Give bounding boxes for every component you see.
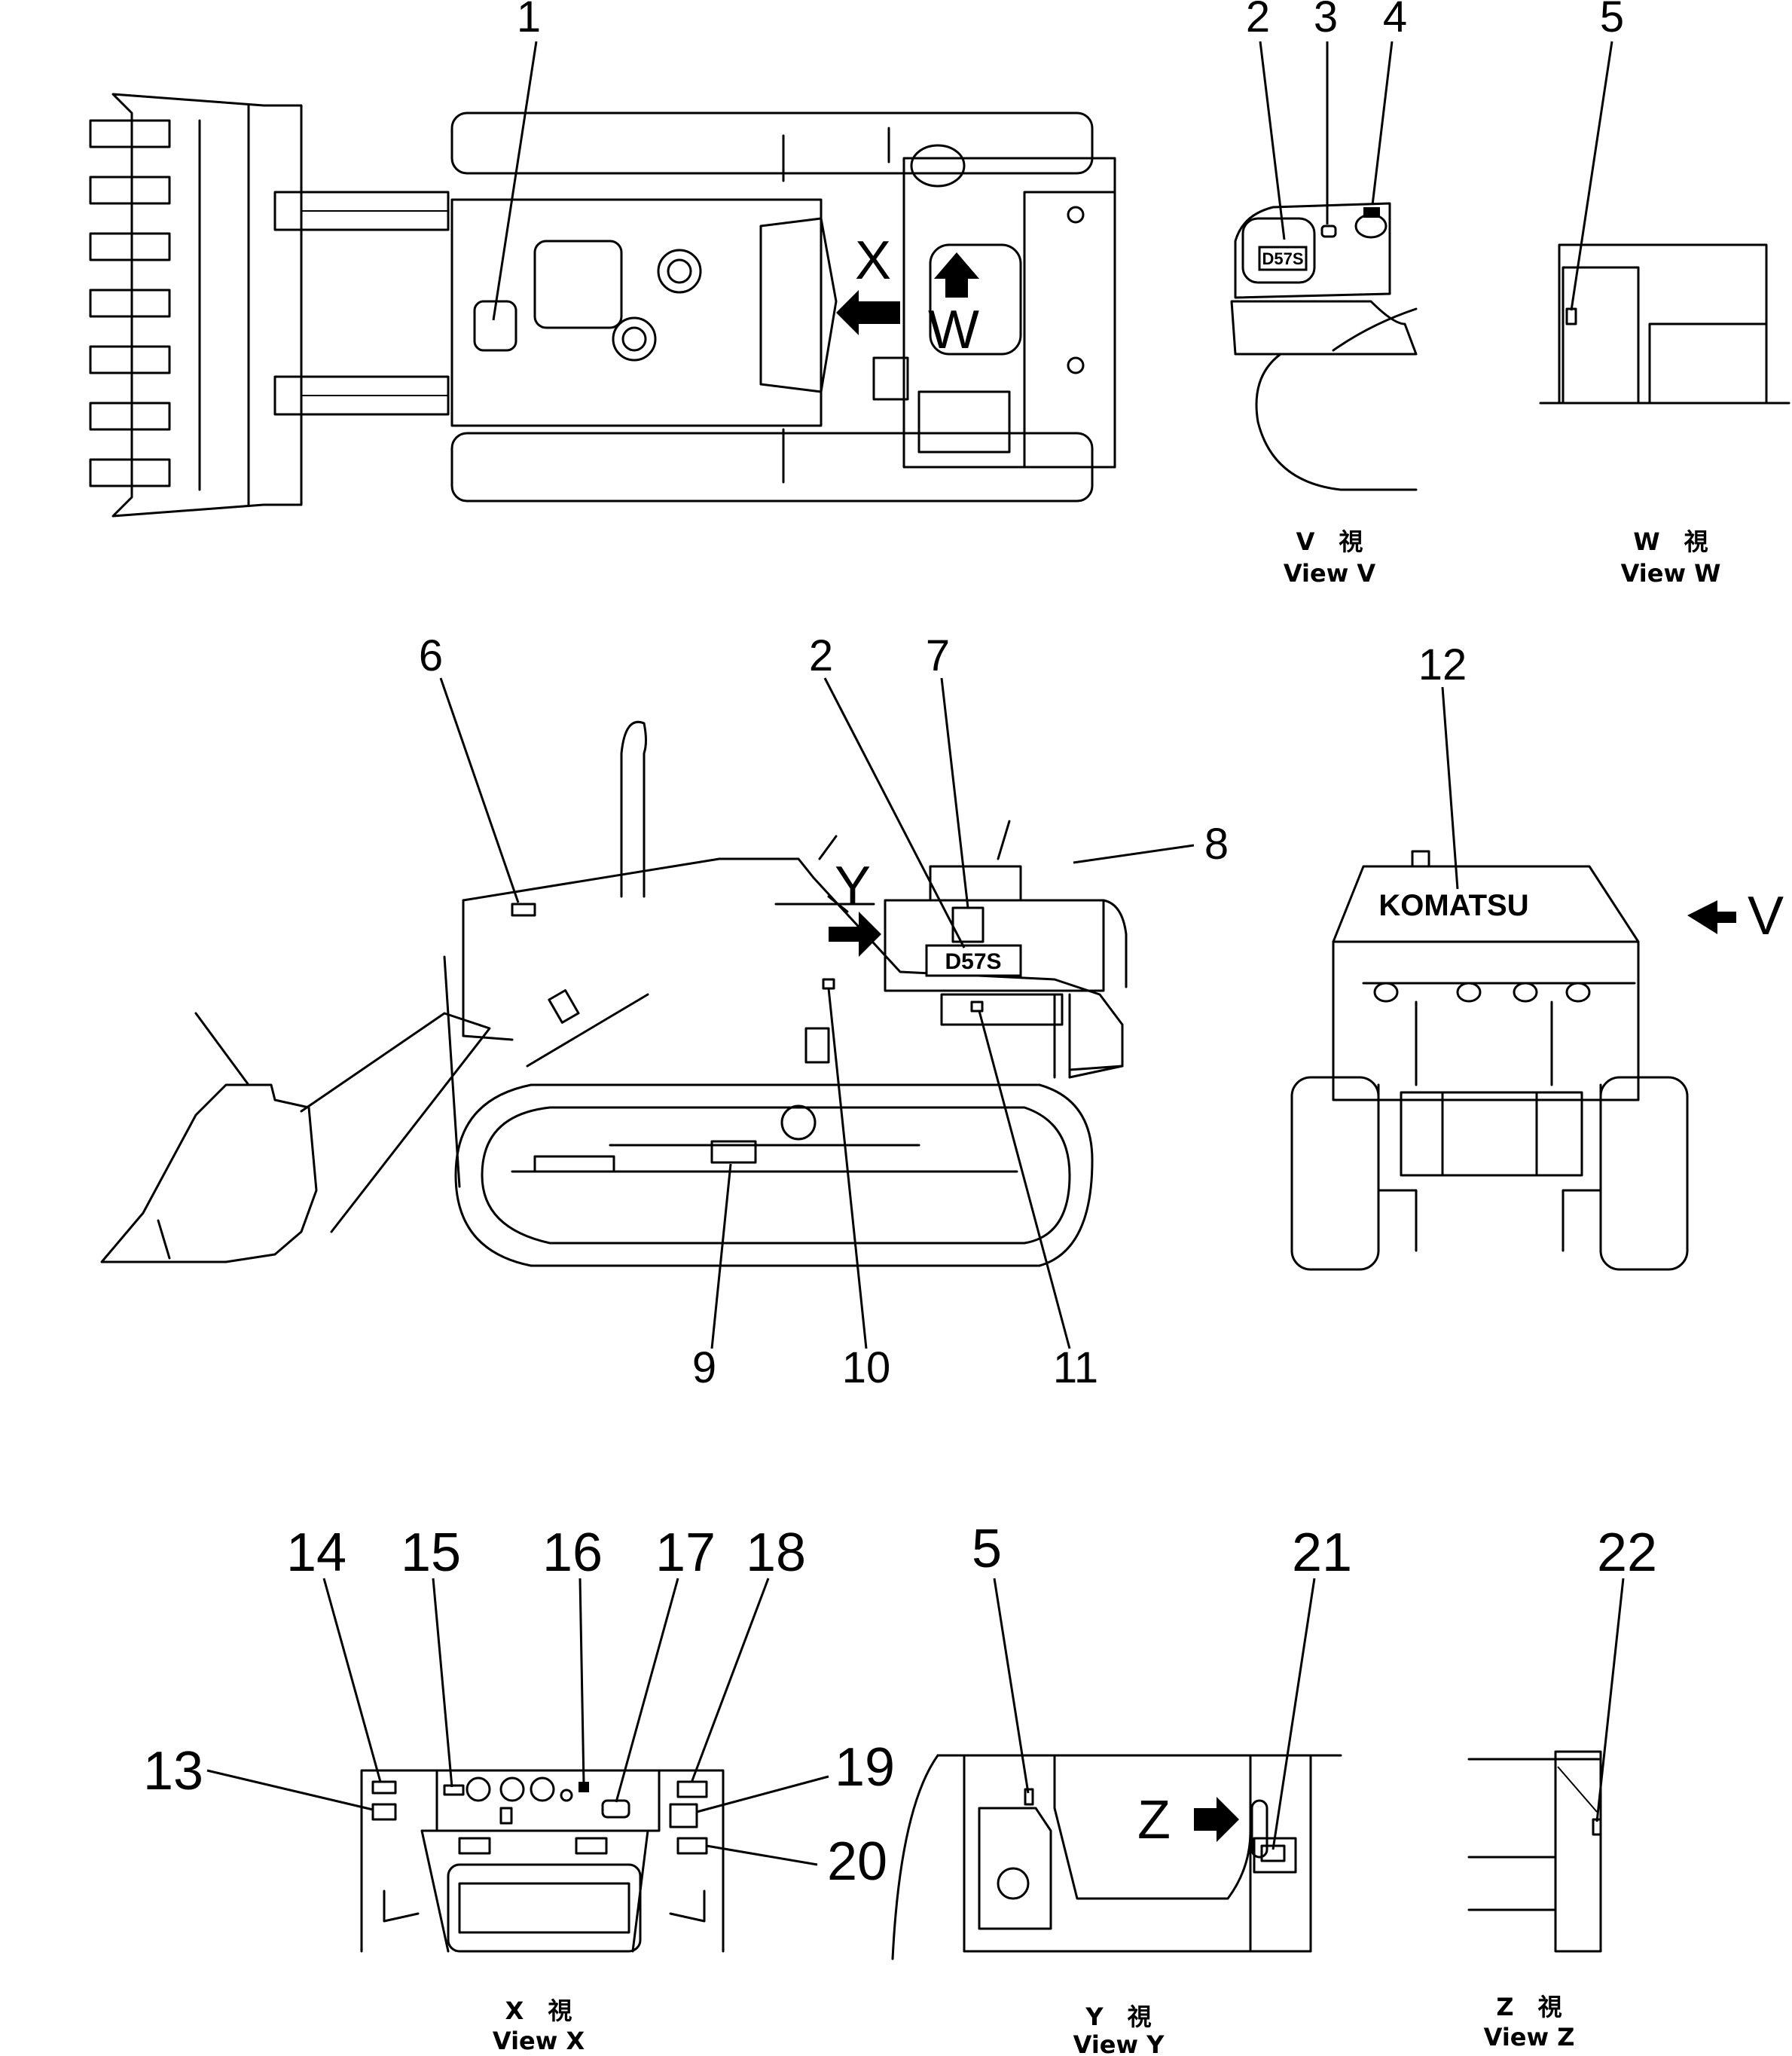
callout-13: 13 — [143, 1741, 374, 1811]
model-plate-v — [1258, 246, 1308, 271]
model-plate-text: D57S — [1262, 249, 1303, 268]
svg-text:14: 14 — [286, 1523, 346, 1583]
svg-text:View Z: View Z — [1484, 2023, 1575, 2051]
svg-text:W 視: W 視 — [1633, 527, 1708, 556]
view-w — [1539, 243, 1790, 405]
svg-text:10: 10 — [842, 1343, 891, 1392]
view-y: Z — [891, 1754, 1342, 1960]
svg-text:4: 4 — [1383, 0, 1407, 41]
svg-text:15: 15 — [401, 1523, 461, 1583]
bucket-teeth — [89, 119, 171, 487]
track-upper — [450, 112, 1094, 175]
plan-view: X W — [89, 93, 1116, 518]
rear-track-right — [1599, 1076, 1689, 1271]
rear-track-left — [1290, 1076, 1380, 1271]
callout-5-w: 5 — [1570, 0, 1624, 311]
arrow-v — [1687, 900, 1736, 934]
svg-text:View V: View V — [1284, 559, 1376, 588]
callout-18: 18 — [690, 1523, 806, 1783]
callout-2-side: 2 — [809, 631, 966, 949]
caption-view-z: Z 視 View Z — [1484, 1993, 1575, 2051]
svg-text:18: 18 — [746, 1523, 806, 1583]
svg-text:17: 17 — [655, 1523, 716, 1583]
svg-text:6: 6 — [419, 631, 443, 680]
view-letter-y: Y — [835, 856, 871, 916]
svg-text:13: 13 — [143, 1741, 203, 1801]
svg-text:Z 視: Z 視 — [1496, 1993, 1562, 2021]
svg-text:5: 5 — [1600, 0, 1624, 41]
svg-text:19: 19 — [835, 1737, 895, 1798]
main-frame — [450, 198, 823, 427]
callout-number: 1 — [517, 0, 541, 41]
callout-21: 21 — [1271, 1523, 1352, 1850]
bucket-side — [100, 1083, 318, 1263]
view-letter-w: W — [928, 300, 979, 360]
rear-view: KOMATSU V — [1290, 850, 1784, 1271]
svg-text:16: 16 — [542, 1523, 603, 1583]
callout-20: 20 — [706, 1831, 887, 1892]
callout-15: 15 — [401, 1523, 461, 1788]
svg-text:20: 20 — [827, 1831, 887, 1892]
arrow-y — [829, 912, 881, 957]
caption-view-y: Y 視 View Y — [1073, 2003, 1165, 2056]
caption-view-v: V 視 View V — [1284, 527, 1376, 588]
svg-text:21: 21 — [1292, 1523, 1352, 1583]
view-letter-z: Z — [1137, 1790, 1171, 1850]
view-v: D57S — [1230, 202, 1418, 491]
callout-3: 3 — [1314, 0, 1338, 225]
track-side — [454, 1083, 1094, 1267]
model-plate-side — [925, 944, 1022, 977]
view-letter-x: X — [855, 231, 891, 291]
svg-text:2: 2 — [809, 631, 833, 680]
view-z — [1467, 1750, 1602, 1953]
callout-22: 22 — [1595, 1523, 1657, 1822]
arrow-x — [836, 290, 900, 335]
svg-text:2: 2 — [1246, 0, 1270, 41]
callout-8: 8 — [1073, 820, 1229, 869]
callout-11: 11 — [978, 1010, 1098, 1392]
view-x — [360, 1769, 725, 1953]
svg-text:X 視: X 視 — [505, 1996, 572, 2025]
svg-text:9: 9 — [692, 1343, 716, 1392]
side-view: D57S Y — [100, 721, 1128, 1267]
svg-text:11: 11 — [1053, 1343, 1098, 1392]
svg-text:7: 7 — [926, 631, 950, 680]
caption-view-x: X 視 View X — [493, 1996, 585, 2055]
callout-2-v: 2 — [1246, 0, 1286, 240]
callout-1: 1 — [492, 0, 541, 321]
callout-4: 4 — [1371, 0, 1407, 206]
svg-text:View W: View W — [1621, 559, 1721, 588]
callout-6: 6 — [419, 631, 520, 903]
view-letter-v: V — [1748, 886, 1784, 946]
callout-16: 16 — [542, 1523, 603, 1785]
label-w-mark — [929, 243, 1022, 356]
svg-text:D57S: D57S — [945, 949, 1001, 974]
callout-10: 10 — [827, 988, 891, 1392]
svg-text:Y 視: Y 視 — [1085, 2003, 1151, 2031]
svg-text:View X: View X — [493, 2027, 585, 2055]
svg-text:8: 8 — [1204, 820, 1229, 869]
svg-text:3: 3 — [1314, 0, 1338, 41]
callout-5-y: 5 — [972, 1519, 1030, 1794]
bucket — [111, 93, 303, 518]
arrow-w — [934, 252, 979, 298]
callout-19: 19 — [696, 1737, 895, 1813]
svg-text:22: 22 — [1597, 1523, 1657, 1583]
svg-text:5: 5 — [972, 1519, 1002, 1579]
exhaust-stack — [620, 721, 647, 898]
caption-view-w: W 視 View W — [1621, 527, 1721, 588]
callout-14: 14 — [286, 1523, 382, 1783]
svg-text:V 視: V 視 — [1296, 527, 1363, 556]
callout-9: 9 — [692, 1163, 732, 1392]
brand-logo: KOMATSU — [1378, 889, 1528, 922]
svg-text:View Y: View Y — [1073, 2030, 1165, 2056]
callout-17: 17 — [615, 1523, 716, 1803]
x-window — [447, 1863, 642, 1953]
svg-text:12: 12 — [1418, 640, 1467, 689]
callout-12: 12 — [1418, 640, 1467, 890]
callout-7: 7 — [926, 631, 969, 909]
arrow-z — [1194, 1797, 1239, 1842]
